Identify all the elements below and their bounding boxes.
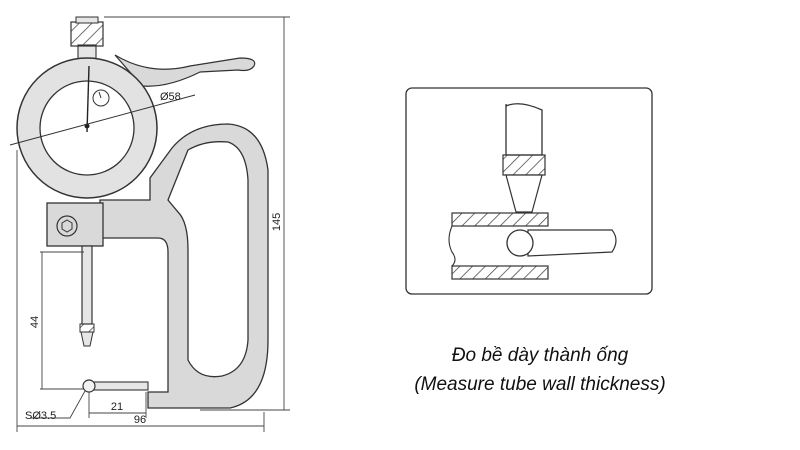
dim-height: 145 xyxy=(271,213,283,231)
sub-dial-needle xyxy=(98,91,102,99)
upper-spindle-tip xyxy=(505,174,543,213)
caption-english: (Measure tube wall thickness) xyxy=(414,374,666,395)
dim-width: 96 xyxy=(134,414,146,426)
dimension-lines xyxy=(16,16,290,432)
anvil-arm xyxy=(91,381,149,391)
dim-diameter: Ø58 xyxy=(160,91,181,103)
sub-dial xyxy=(92,89,110,107)
anvil-ball-detail xyxy=(506,229,534,257)
c-frame xyxy=(99,123,269,409)
gauge-body xyxy=(9,16,269,409)
crown-neck xyxy=(77,44,97,60)
crown-cap xyxy=(75,16,99,24)
caption-vietnamese: Đo bề dày thành ống xyxy=(451,345,629,366)
upper-spindle-knurl xyxy=(502,154,546,176)
dim-throat: 44 xyxy=(29,316,41,328)
anvil-rod xyxy=(527,229,617,257)
spindle-knurl xyxy=(79,323,95,333)
hex-screw-icon xyxy=(56,215,78,237)
anvil-ball xyxy=(82,379,96,393)
crown-knurl xyxy=(70,21,104,47)
lever xyxy=(114,54,256,87)
dial-needle xyxy=(86,65,90,133)
spindle xyxy=(81,245,93,325)
tube-wall-bottom xyxy=(451,265,549,280)
tube-wall-top xyxy=(451,212,549,227)
upper-spindle xyxy=(505,103,543,156)
spindle-tip xyxy=(80,331,94,347)
usage-illustration xyxy=(405,87,653,295)
diameter-leader xyxy=(9,94,196,146)
dim-offset: 21 xyxy=(111,401,123,413)
tube-break-line xyxy=(448,225,456,267)
dim-anvil-ball: SØ3.5 xyxy=(25,410,56,422)
